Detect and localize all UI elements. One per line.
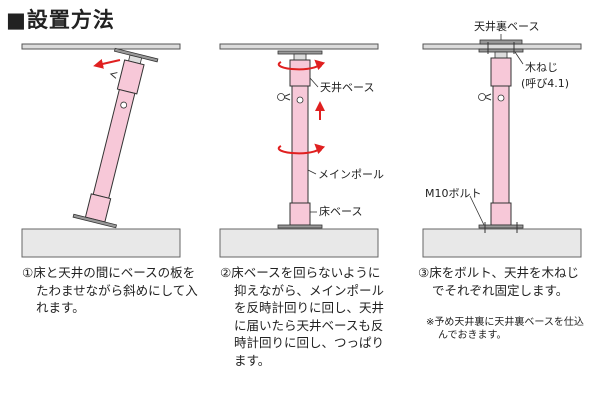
caption-text: ③床をボルト、天井を木ねじでそれぞれ固定します。 (418, 265, 579, 298)
caption-step-1: ①床と天井の間にベースの板をたわませながら斜めにして入れます。 (22, 264, 200, 317)
page-title: ■設置方法 (6, 8, 115, 32)
main-pole-label: メインポール (318, 168, 384, 181)
ceiling-back-base-plate (479, 39, 523, 45)
main-pole (277, 50, 323, 229)
note-text: ※予め天井裏に天井裏ベースを仕込んでおきます。 (426, 317, 584, 341)
tilted-pole (72, 47, 159, 229)
leader-line (514, 51, 524, 65)
ceiling-panel-3 (422, 43, 582, 50)
caption-text: ②床ベースを回らないように抑えながら、メインポールを反時計回りに回し、天井に届い… (220, 265, 385, 368)
caption-step-2: ②床ベースを回らないように抑えながら、メインポールを反時計回りに回し、天井に届い… (220, 264, 392, 369)
ceiling-base-label: 天井ベース (320, 81, 375, 94)
caption-step-3: ③床をボルト、天井を木ねじでそれぞれ固定します。 (418, 264, 588, 299)
leader-line (469, 195, 485, 226)
floor-panel-1 (21, 228, 181, 258)
ceiling-panel-2 (219, 43, 379, 50)
wood-screw-label: 木ねじ (525, 61, 558, 74)
wood-screw-size-label: (呼び4.1) (521, 77, 570, 90)
floor-panel-3 (422, 228, 582, 258)
rotate-arrow-icon (277, 59, 326, 71)
leader-line (307, 169, 317, 175)
bolt-label: M10ボルト (425, 187, 482, 200)
screw-icon (487, 42, 515, 54)
ceiling-panel-1 (21, 43, 181, 50)
caption-text: ①床と天井の間にベースの板をたわませながら斜めにして入れます。 (22, 265, 198, 315)
bolt-icon (484, 222, 518, 233)
fixed-pole (478, 48, 524, 229)
floor-panel-2 (219, 228, 379, 258)
ceiling-back-base-label: 天井裏ベース (474, 20, 540, 33)
rotate-arrow-icon (277, 143, 326, 155)
leader-line (309, 77, 319, 88)
tilt-arrow-icon (93, 59, 121, 69)
floor-base-label: 床ベース (319, 205, 363, 218)
